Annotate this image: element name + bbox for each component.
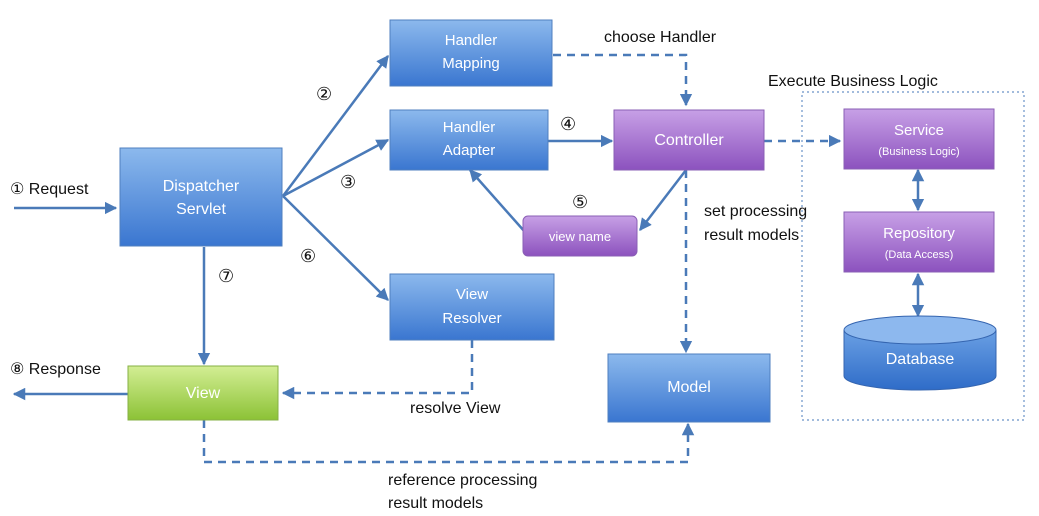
- dispatcher-servlet-line2: Servlet: [176, 201, 226, 218]
- model-label: Model: [667, 379, 711, 396]
- request-label: ① Request: [10, 181, 89, 198]
- resolve-view-label: resolve View: [410, 400, 501, 417]
- execute-business-logic-label: Execute Business Logic: [768, 73, 938, 90]
- dispatcher-servlet-line1: Dispatcher: [163, 178, 240, 195]
- view-resolver-line1: View: [456, 286, 488, 303]
- service-box: Service (Business Logic): [843, 108, 995, 170]
- controller-box: Controller: [613, 109, 765, 171]
- view-resolver-line2: Resolver: [442, 310, 501, 327]
- handler-adapter-box: Handler Adapter: [389, 109, 549, 171]
- view-name-label: view name: [549, 229, 611, 244]
- arrow-to-handler-mapping: [282, 55, 389, 197]
- set-processing-label-line1: set processing: [704, 203, 807, 220]
- view-resolver-box: View Resolver: [389, 273, 555, 341]
- controller-label: Controller: [654, 132, 724, 149]
- arrow-resolve-view: [281, 340, 474, 400]
- dashed-arrows: [202, 53, 842, 464]
- step-4: ④: [560, 114, 576, 135]
- repository-sublabel: (Data Access): [885, 249, 953, 261]
- response-label: ⑧ Response: [10, 361, 101, 378]
- handler-mapping-box: Handler Mapping: [389, 19, 553, 87]
- arrow-to-view-resolver: [282, 195, 389, 301]
- arrows: [12, 55, 925, 401]
- view-name-box: view name: [522, 215, 638, 257]
- arrow-viewname-to-adapter: [469, 169, 526, 233]
- step-2: ②: [316, 84, 332, 105]
- handler-adapter-line2: Adapter: [443, 142, 496, 159]
- choose-handler-label: choose Handler: [604, 29, 717, 46]
- handler-adapter-line1: Handler: [443, 119, 496, 136]
- service-sublabel: (Business Logic): [878, 146, 959, 158]
- arrow-controller-to-viewname: [639, 169, 687, 231]
- reference-label-line2: result models: [388, 495, 483, 512]
- step-5: ⑤: [572, 192, 588, 213]
- database-cylinder: Database: [843, 315, 997, 391]
- reference-label-line1: reference processing: [388, 472, 537, 489]
- view-box: View: [127, 365, 279, 421]
- repository-box: Repository (Data Access): [843, 211, 995, 273]
- arrow-reference-models: [202, 420, 695, 464]
- step-3: ③: [340, 172, 356, 193]
- business-logic-container: [801, 91, 1025, 421]
- database-label: Database: [886, 351, 955, 368]
- view-label: View: [186, 385, 221, 402]
- handler-mapping-line2: Mapping: [442, 55, 500, 72]
- handler-mapping-line1: Handler: [445, 32, 498, 49]
- arrow-choose-handler: [553, 53, 693, 107]
- arrow-to-handler-adapter: [282, 138, 390, 198]
- dispatcher-servlet-box: Dispatcher Servlet: [119, 147, 283, 247]
- set-processing-label-line2: result models: [704, 227, 799, 244]
- repository-label: Repository: [883, 225, 955, 242]
- step-7: ⑦: [218, 266, 234, 287]
- model-box: Model: [607, 353, 771, 423]
- service-label: Service: [894, 122, 944, 139]
- step-6: ⑥: [300, 246, 316, 267]
